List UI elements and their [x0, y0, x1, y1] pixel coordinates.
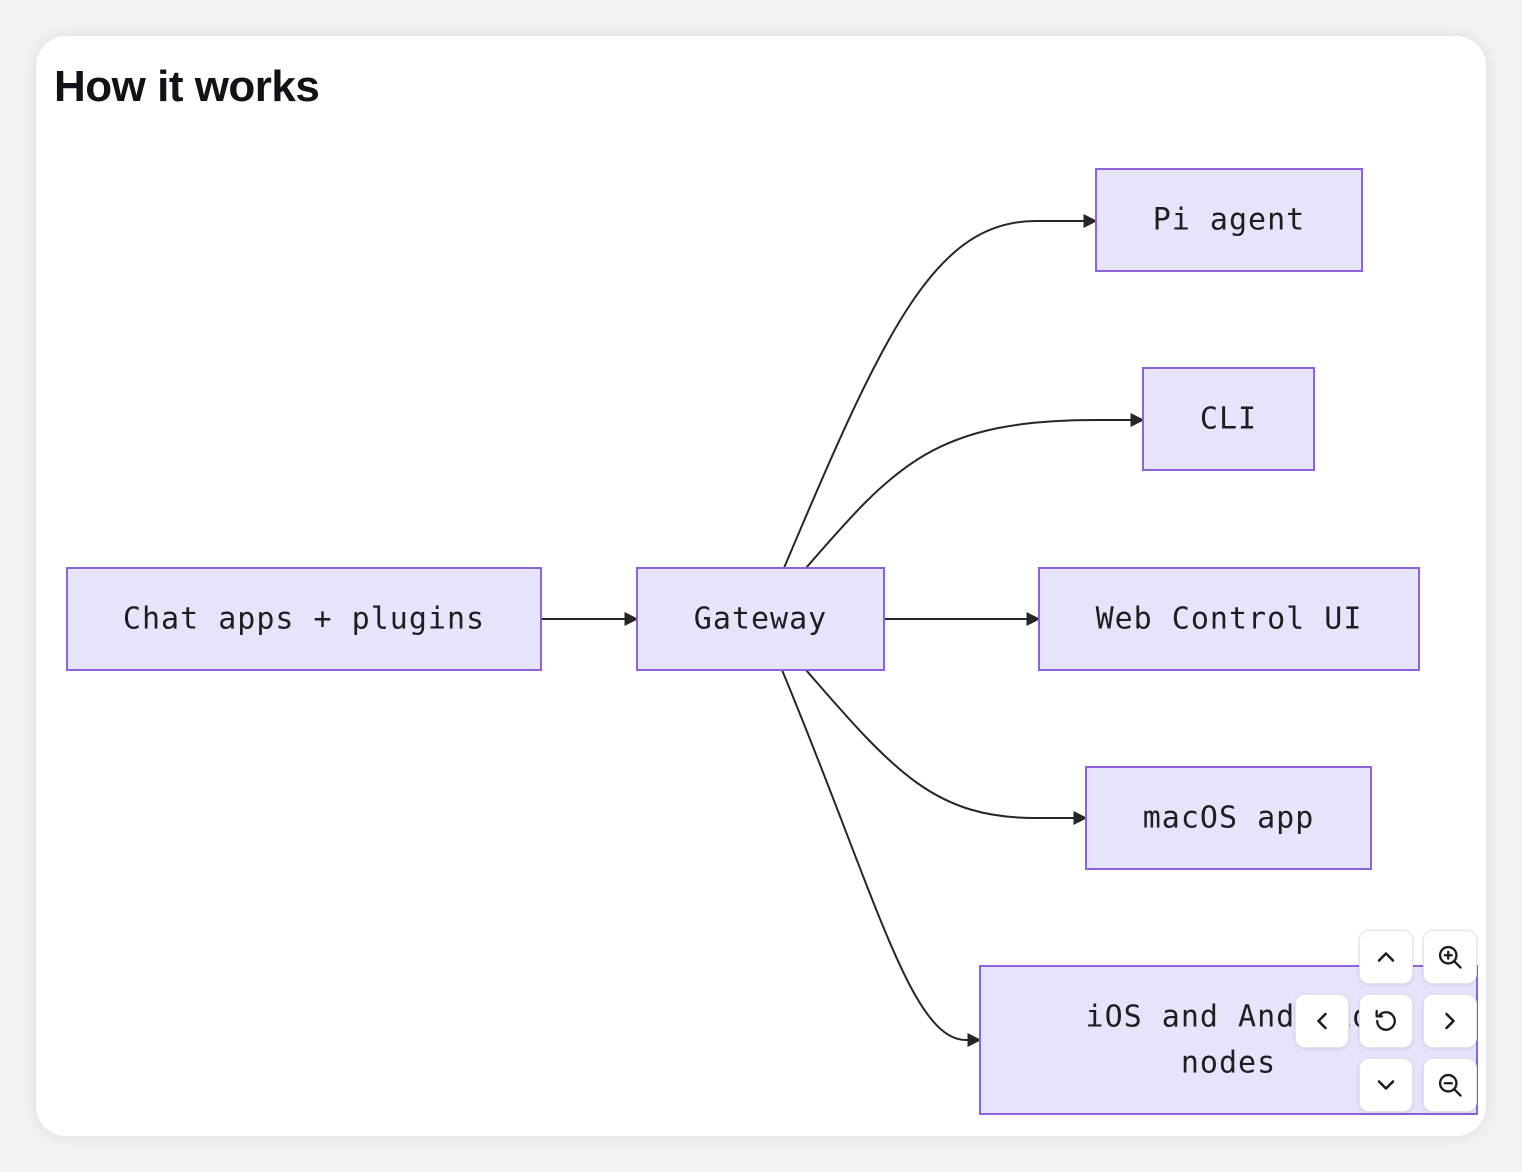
- chevron-left-icon: [1317, 1012, 1327, 1030]
- node-pi: Pi agent: [1095, 168, 1363, 272]
- edge-gateway-to-cli: [805, 413, 1145, 569]
- section-title: How it works: [54, 62, 320, 111]
- node-macos: macOS app: [1085, 766, 1372, 870]
- node-box: [1095, 168, 1363, 272]
- node-box: [1085, 766, 1372, 870]
- chevron-up-icon: [1377, 952, 1395, 962]
- edge-gateway-to-mobile: [781, 669, 982, 1047]
- pan-down-button[interactable]: [1359, 1058, 1413, 1112]
- reset-icon: [1375, 1009, 1396, 1031]
- node-label: CLI: [1200, 402, 1257, 437]
- pan-left-button[interactable]: [1295, 994, 1349, 1048]
- how-it-works-card: How it works Chat apps + plugins Gateway P…: [36, 36, 1486, 1136]
- zoom-out-icon: [1438, 1073, 1462, 1097]
- node-label: Gateway: [694, 602, 827, 637]
- chevron-down-icon: [1377, 1080, 1395, 1090]
- node-cli: CLI: [1142, 367, 1315, 471]
- node-label: macOS app: [1143, 801, 1315, 836]
- zoom-in-icon: [1438, 945, 1462, 969]
- node-label: Web Control UI: [1096, 602, 1363, 637]
- node-box: [1142, 367, 1315, 471]
- pan-right-button[interactable]: [1423, 994, 1477, 1048]
- node-box: [66, 567, 542, 671]
- edge-gateway-to-macos: [805, 669, 1088, 825]
- node-web: Web Control UI: [1038, 567, 1420, 671]
- node-label: nodes: [1181, 1046, 1276, 1081]
- node-label: Pi agent: [1153, 203, 1306, 238]
- edge-gateway-to-pi: [783, 214, 1098, 569]
- node-label: Chat apps + plugins: [123, 602, 485, 637]
- reset-view-button[interactable]: [1359, 994, 1413, 1048]
- pan-up-button[interactable]: [1359, 930, 1413, 984]
- chevron-right-icon: [1445, 1012, 1455, 1030]
- zoom-out-button[interactable]: [1423, 1058, 1477, 1112]
- edges: [541, 214, 1145, 1047]
- node-box: [636, 567, 885, 671]
- node-chat: Chat apps + plugins: [66, 567, 542, 671]
- node-box: [1038, 567, 1420, 671]
- zoom-in-button[interactable]: [1423, 930, 1477, 984]
- node-gateway: Gateway: [636, 567, 885, 671]
